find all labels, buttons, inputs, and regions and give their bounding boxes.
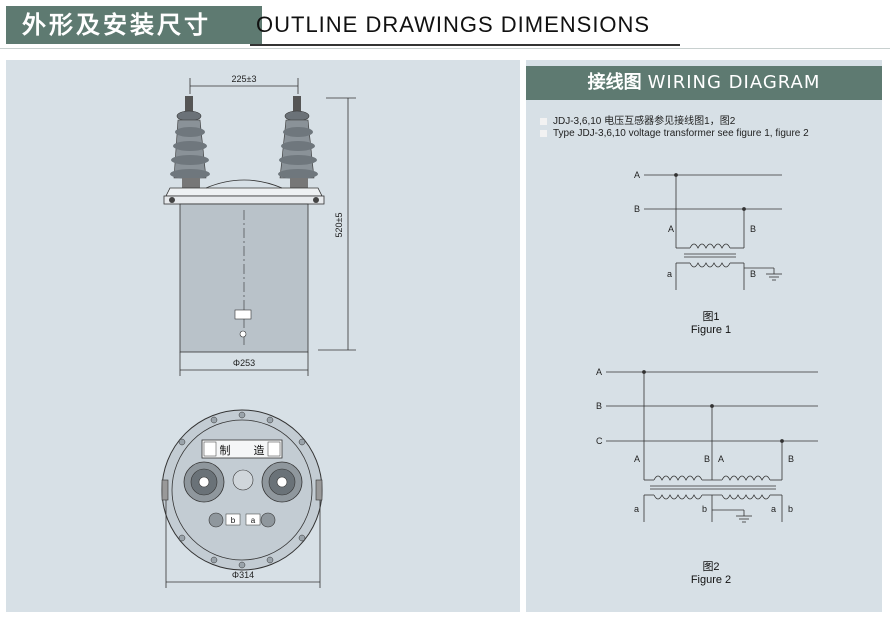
- wiring-title-cn: 接线图: [587, 72, 642, 93]
- note-en-text: Type JDJ-3,6,10 voltage transformer see …: [553, 128, 809, 139]
- outline-drawing-panel: 225±3 520±5: [6, 60, 520, 612]
- fig2-primary-3: A: [718, 454, 724, 464]
- terminal-label-a: a: [251, 516, 256, 525]
- page-header: 外形及安装尺寸 OUTLINE DRAWINGS DIMENSIONS: [0, 0, 890, 56]
- fig2-secondary-1: a: [634, 504, 639, 514]
- dim-body-diameter-label: Φ253: [233, 358, 255, 368]
- ground-bolt: [239, 330, 247, 338]
- fig1-primary-a: A: [668, 224, 674, 234]
- header-divider: [0, 48, 890, 49]
- wiring-title-en: WIRING DIAGRAM: [647, 72, 821, 93]
- figure-1-caption-en: Figure 1: [690, 324, 732, 336]
- fig2-secondary-3: a: [771, 504, 776, 514]
- figure-1-caption: 图1 Figure 1: [666, 308, 756, 336]
- plate-label-1: 制: [220, 444, 231, 457]
- figure-2-caption: 图2 Figure 2: [666, 558, 756, 586]
- nameplate-small: [234, 309, 252, 320]
- base-top-view: [161, 409, 323, 571]
- figure-1-diagram: A B A B a B: [634, 170, 782, 290]
- terminal-label-b: b: [231, 516, 236, 525]
- fig2-line-b: B: [596, 401, 602, 411]
- fig2-secondary-coil-2: [721, 494, 771, 500]
- fig2-primary-coil-1: [653, 475, 703, 481]
- left-bushing: [170, 96, 210, 188]
- dim-width-label: 225±3: [232, 74, 257, 84]
- fig2-secondary-2: b: [702, 504, 707, 514]
- outline-drawing: 225±3 520±5: [161, 74, 356, 588]
- fig1-primary-b: B: [750, 224, 756, 234]
- bullet-icon: [540, 129, 547, 137]
- figure-1-caption-cn: 图1: [702, 311, 720, 323]
- fig2-line-a: A: [596, 367, 602, 377]
- note-cn-text: JDJ-3,6,10 电压互感器参见接线图1，图2: [553, 116, 736, 127]
- figure-2-caption-cn: 图2: [702, 561, 720, 573]
- note-en: Type JDJ-3,6,10 voltage transformer see …: [540, 128, 809, 139]
- nameplate: [201, 439, 283, 459]
- fig2-primary-1: A: [634, 454, 640, 464]
- fig2-primary-coil-2: [721, 475, 771, 481]
- dim-base-diameter-label: Φ314: [232, 570, 254, 580]
- section-title-cn: 外形及安装尺寸: [6, 6, 262, 44]
- title-underline: [250, 44, 680, 46]
- tank-lid: [165, 187, 323, 197]
- bullet-icon: [540, 117, 547, 125]
- fig1-line-a: A: [634, 170, 640, 180]
- figure-2-diagram: A B C A B A B a b a b: [596, 367, 818, 523]
- dim-height-label: 520±5: [334, 213, 344, 238]
- note-cn: JDJ-3,6,10 电压互感器参见接线图1，图2: [540, 112, 735, 127]
- section-title-en: OUTLINE DRAWINGS DIMENSIONS: [256, 12, 651, 37]
- figure-2-caption-en: Figure 2: [690, 574, 732, 586]
- fig2-primary-2: B: [704, 454, 710, 464]
- fig2-primary-4: B: [788, 454, 794, 464]
- fig1-primary-coil: [689, 243, 731, 249]
- fig1-secondary-coil: [689, 262, 731, 268]
- fig1-line-b: B: [634, 204, 640, 214]
- fig2-secondary-coil-1: [653, 494, 703, 500]
- plate-label-2: 造: [254, 443, 265, 457]
- fig1-secondary-a: a: [667, 269, 672, 279]
- fig2-line-c: C: [596, 436, 603, 446]
- fig2-secondary-4: b: [788, 504, 793, 514]
- fig1-secondary-b: B: [750, 269, 756, 279]
- right-bushing: [278, 96, 318, 188]
